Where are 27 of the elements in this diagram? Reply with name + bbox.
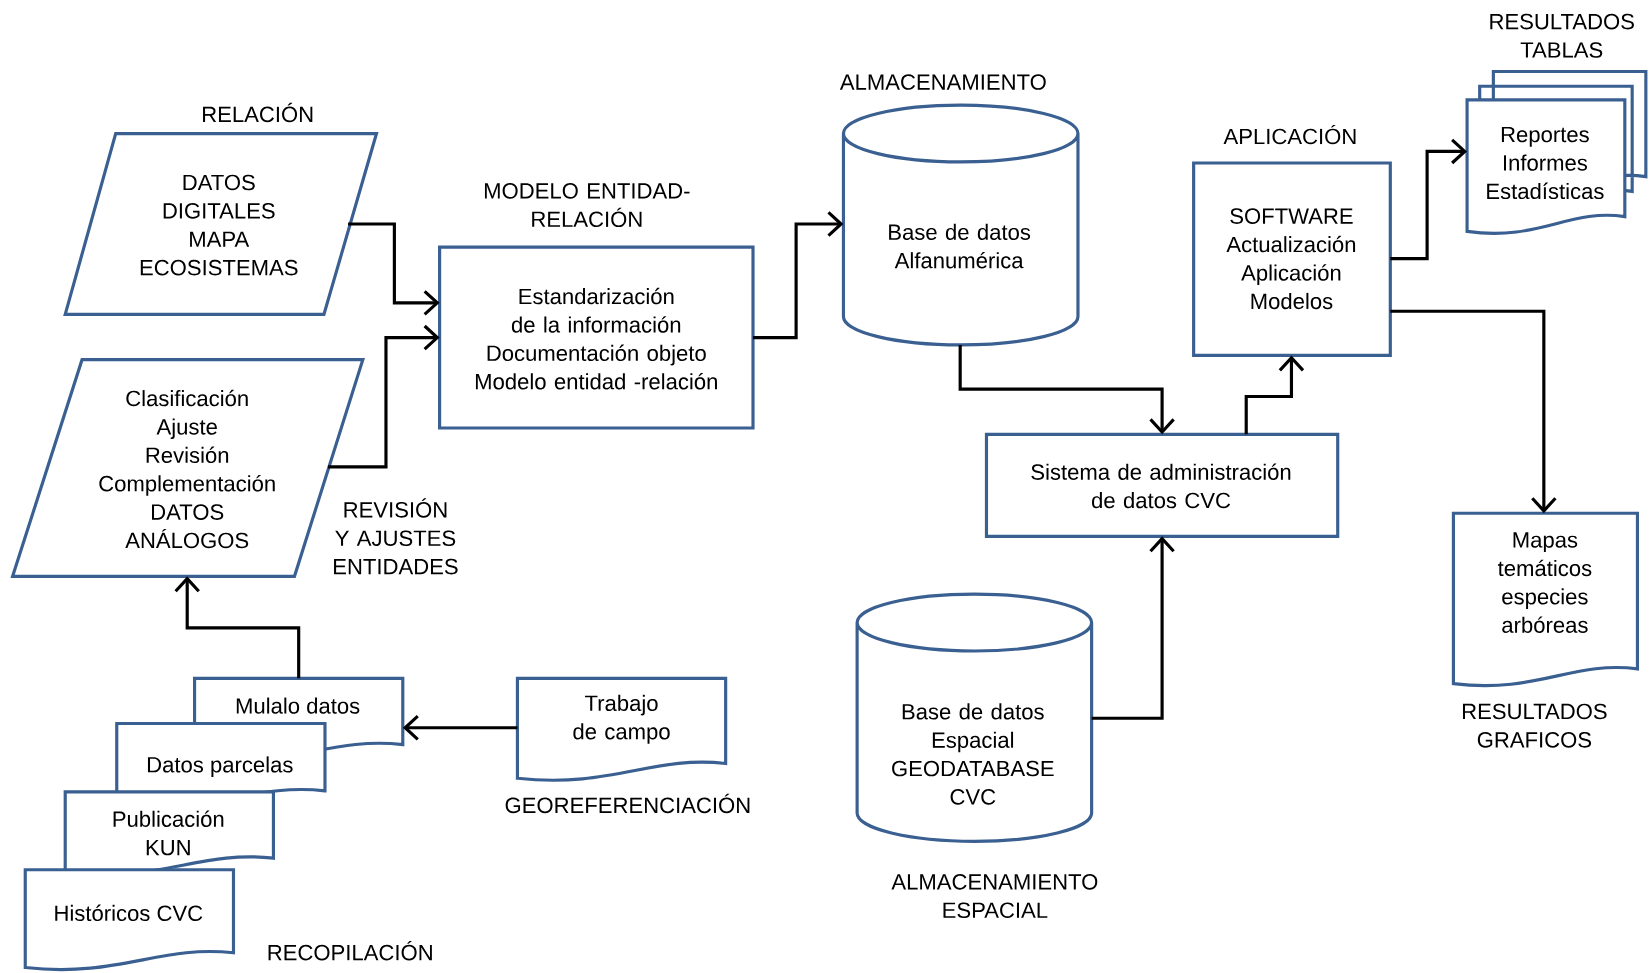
arrow [348,222,440,316]
arrow [1091,536,1175,720]
caption-label: REVISIÓN Y AJUSTES ENTIDADES [334,498,458,575]
arrow [1390,138,1468,261]
caption-label: RESULTADOS GRAFICOS [1462,703,1607,748]
arrow [958,345,1175,435]
arrow [328,324,440,469]
process-box: Sistema de administración de datos CVC [984,432,1340,539]
heading-label: MODELO ENTIDAD- RELACIÓN [484,183,690,228]
caption-label: GEOREFERENCIACIÓN [505,793,750,814]
heading-label: RESULTADOS TABLAS [1490,13,1634,58]
note-label: RECOPILACIÓN [268,941,432,961]
database-cylinder: Base de datos Alfanumérica [841,103,1080,347]
heading-label: RELACIÓN [203,102,313,123]
document-stack: Reportes Informes Estadísticas [1465,70,1648,236]
arrow [174,576,301,679]
arrow [1390,309,1557,514]
heading-label: ALMACENAMIENTO [839,74,1046,90]
process-box: SOFTWARE Actualización Aplicación Modelos [1192,161,1392,358]
heading-label: ALMACENAMIENTO ESPACIAL [891,874,1098,919]
arrow [402,715,518,741]
data-parallelogram: DATOS DIGITALES MAPA ECOSISTEMAS [63,132,379,317]
heading-label: APLICACIÓN [1223,125,1356,145]
arrow [1244,355,1305,435]
database-cylinder: Base de datos Espacial GEODATABASE CVC [855,592,1094,843]
arrow [753,211,844,340]
process-box: Estandarización de la información Documentación objeto Modelo entidad -relación [438,245,755,430]
